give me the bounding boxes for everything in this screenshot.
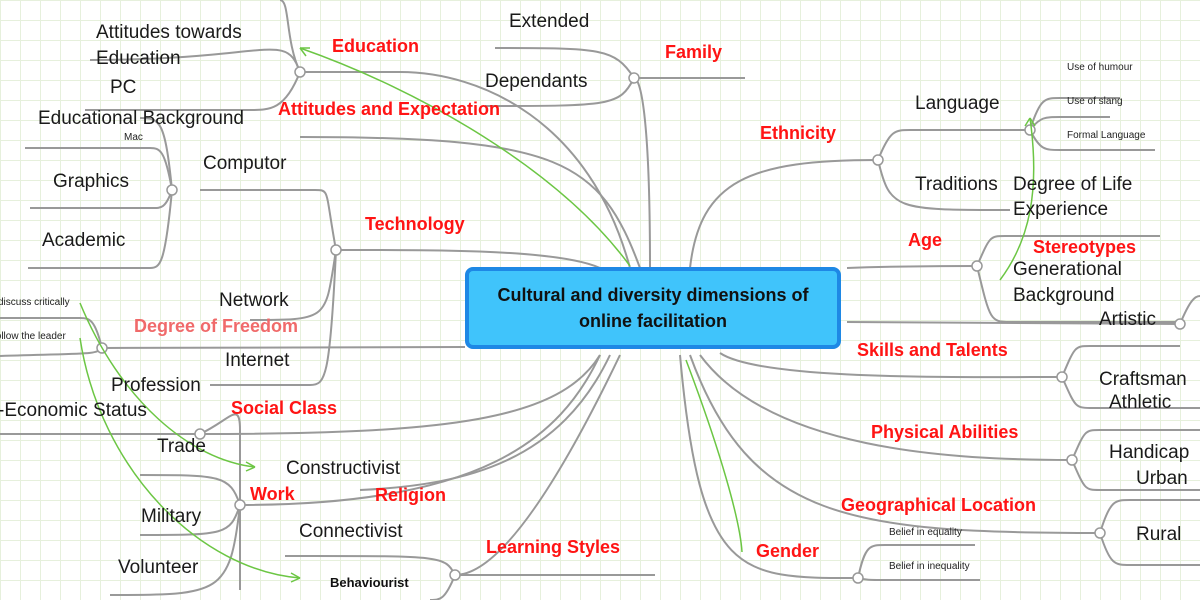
subtopic-traditions[interactable]: Traditions xyxy=(915,174,998,195)
subtopic-profession[interactable]: Profession xyxy=(111,375,201,396)
subtopic-urban[interactable]: Urban xyxy=(1136,468,1188,489)
subtopic-pc[interactable]: PC xyxy=(110,77,137,98)
topic-skills-talents[interactable]: Skills and Talents xyxy=(857,340,1008,360)
subtopic-behaviourist[interactable]: Behaviourist xyxy=(330,575,409,590)
topic-technology[interactable]: Technology xyxy=(365,214,465,234)
topic-work[interactable]: Work xyxy=(250,484,295,504)
topic-learning-styles[interactable]: Learning Styles xyxy=(486,537,621,557)
subtopic-internet[interactable]: Internet xyxy=(225,350,290,371)
subtopic-academic[interactable]: Academic xyxy=(42,230,126,251)
subtopic-discuss-critically[interactable]: discuss critically xyxy=(0,297,70,308)
subtopic-computor[interactable]: Computor xyxy=(203,153,287,174)
subtopic-volunteer[interactable]: Volunteer xyxy=(118,557,199,578)
subtopic-experience[interactable]: Experience xyxy=(1013,199,1109,220)
subtopic-mac[interactable]: Mac xyxy=(124,132,143,143)
topic-ethnicity[interactable]: Ethnicity xyxy=(760,123,837,143)
subtopic-graphics[interactable]: Graphics xyxy=(53,171,130,192)
subtopic-trade[interactable]: Trade xyxy=(157,436,206,457)
topic-family[interactable]: Family xyxy=(665,42,723,62)
topic-social-class[interactable]: Social Class xyxy=(231,398,338,418)
topic-degree-of-freedom[interactable]: Degree of Freedom xyxy=(134,316,299,336)
subtopic-use-of-humour[interactable]: Use of humour xyxy=(1067,62,1133,73)
subtopic-belief-in-inequality[interactable]: Belief in inequality xyxy=(889,561,970,572)
topic-religion[interactable]: Religion xyxy=(375,485,446,505)
relationship-arrows xyxy=(79,47,1036,583)
subtopic-extended[interactable]: Extended xyxy=(509,11,590,32)
topic-gender[interactable]: Gender xyxy=(756,541,820,561)
topic-physical-abilities[interactable]: Physical Abilities xyxy=(871,422,1019,442)
subtopic-educational-background[interactable]: Educational Background xyxy=(38,108,244,129)
subtopic-degree-of-life[interactable]: Degree of Life xyxy=(1013,174,1133,195)
topic-age[interactable]: Age xyxy=(908,230,943,250)
central-topic[interactable]: Cultural and diversity dimensions of onl… xyxy=(465,267,841,349)
subtopic-constructivist[interactable]: Constructivist xyxy=(286,458,401,479)
topic-stereotypes[interactable]: Stereotypes xyxy=(1033,237,1137,257)
topic-geographical-location[interactable]: Geographical Location xyxy=(841,495,1037,515)
subtopic-athletic[interactable]: Athletic xyxy=(1109,392,1172,413)
topic-attitudes-expectation[interactable]: Attitudes and Expectation xyxy=(278,99,501,119)
subtopic-dependants[interactable]: Dependants xyxy=(485,71,588,92)
subtopic-attitudes-towards[interactable]: Attitudes towards xyxy=(96,22,242,43)
subtopic-generational[interactable]: Generational xyxy=(1013,259,1122,280)
subtopic-military[interactable]: Military xyxy=(141,506,202,527)
subtopic-follow-the-leader[interactable]: follow the leader xyxy=(0,331,66,342)
subtopic-formal-language[interactable]: Formal Language xyxy=(1067,130,1146,141)
subtopic-use-of-slang[interactable]: Use of slang xyxy=(1067,96,1123,107)
subtopic-background[interactable]: Background xyxy=(1013,285,1115,306)
subtopic-network[interactable]: Network xyxy=(219,290,289,311)
subtopic-education[interactable]: Education xyxy=(96,48,181,69)
subtopic-handicap[interactable]: Handicap xyxy=(1109,442,1190,463)
subtopic-artistic[interactable]: Artistic xyxy=(1099,309,1156,330)
subtopic-belief-in-equality[interactable]: Belief in equality xyxy=(889,527,962,538)
central-topic-title: Cultural and diversity dimensions of onl… xyxy=(497,285,809,331)
subtopic-economic-status[interactable]: -Economic Status xyxy=(0,400,147,421)
subtopic-rural[interactable]: Rural xyxy=(1136,524,1182,545)
subtopic-connectivist[interactable]: Connectivist xyxy=(299,521,403,542)
topic-education[interactable]: Education xyxy=(332,36,420,56)
subtopic-language[interactable]: Language xyxy=(915,93,1000,114)
subtopic-craftsman[interactable]: Craftsman xyxy=(1099,369,1187,390)
